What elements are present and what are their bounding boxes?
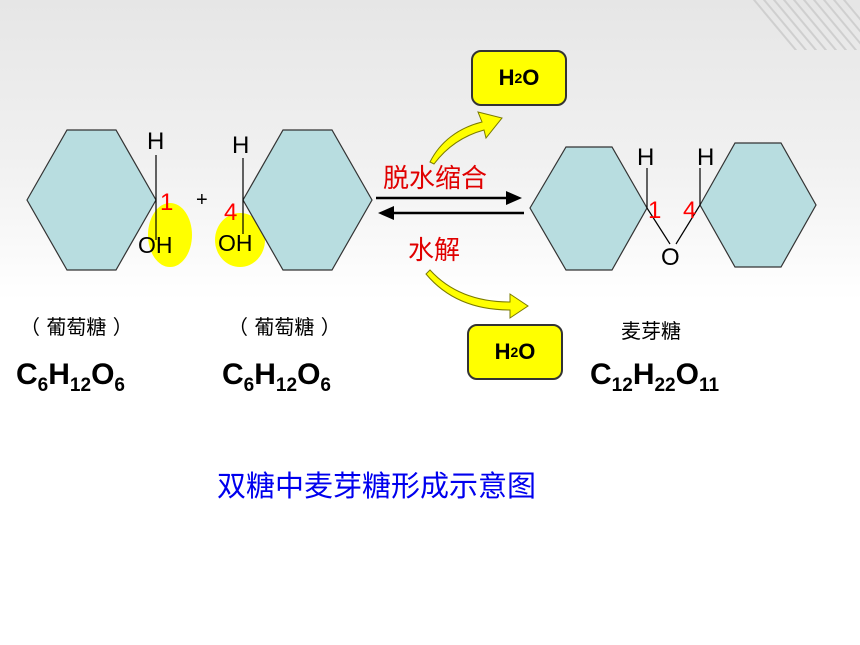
- glucose-b-carbon-number: 4: [224, 199, 238, 226]
- formula-c-count: 6: [243, 375, 255, 396]
- formula-h-count: 12: [69, 375, 92, 396]
- maltose-bridge-oxygen: O: [661, 244, 680, 271]
- reaction-reverse-label: 水解: [408, 236, 461, 266]
- formula-h: H: [48, 358, 70, 391]
- formula-o-count: 6: [114, 375, 125, 396]
- water-o: O: [522, 65, 540, 90]
- formula-c-count: 12: [611, 375, 633, 396]
- corner-stripes: [752, 0, 860, 50]
- water-h-count: 2: [514, 70, 523, 86]
- formula-c-count: 6: [37, 375, 49, 396]
- glucose-b-name: （ 葡萄糖 ）: [228, 315, 341, 339]
- water-input-arrow: [425, 269, 529, 319]
- glucose-b-oh-group: OH: [218, 230, 253, 256]
- glucose-a-h-atom: H: [147, 128, 165, 155]
- background-band: [0, 0, 860, 300]
- oh-highlight-right: [215, 213, 265, 267]
- maltose-h-left: H: [637, 144, 655, 171]
- bond-glycosidic-right: [675, 204, 701, 245]
- glucose-a-carbon-number: 1: [160, 189, 174, 216]
- formula-h-count: 22: [654, 375, 676, 396]
- formula-c: C: [222, 358, 244, 391]
- formula-c: C: [590, 358, 612, 391]
- formula-o-count: 11: [698, 375, 720, 396]
- glucose-ring-left: [26, 129, 157, 271]
- formula-o: O: [675, 358, 699, 391]
- formula-c: C: [16, 358, 38, 391]
- maltose-ring-left: [529, 146, 648, 271]
- glucose-ring-right: [242, 129, 373, 271]
- bond-glycosidic-left: [646, 207, 671, 245]
- formula-h: H: [632, 358, 655, 391]
- forward-arrow-head: [506, 191, 522, 205]
- water-release-arrow: [429, 111, 503, 165]
- water-h: H: [498, 65, 515, 90]
- formula-o: O: [91, 358, 115, 391]
- maltose-carbon-number-right: 4: [683, 197, 697, 224]
- oh-highlight-left: [148, 203, 192, 267]
- maltose-h-right: H: [697, 144, 715, 171]
- glucose-a-formula: C6H12O6: [16, 358, 125, 397]
- formula-h-count: 12: [275, 375, 298, 396]
- reaction-forward-label: 脱水缩合: [383, 164, 488, 194]
- water-h: H: [494, 339, 511, 364]
- water-o: O: [518, 339, 536, 364]
- glucose-b-h-atom: H: [232, 132, 250, 159]
- maltose-name: 麦芽糖: [621, 319, 681, 343]
- diagram-caption: 双糖中麦芽糖形成示意图: [217, 469, 537, 503]
- maltose-formula: C12H22O11: [590, 358, 719, 397]
- maltose-carbon-number-left: 1: [648, 197, 662, 224]
- glucose-b-formula: C6H12O6: [222, 358, 331, 397]
- water-h-count: 2: [510, 344, 519, 360]
- formula-o-count: 6: [320, 375, 331, 396]
- maltose-ring-right: [699, 142, 817, 268]
- formula-h: H: [254, 358, 276, 391]
- formula-o: O: [297, 358, 321, 391]
- reverse-arrow-head: [378, 206, 394, 220]
- glucose-a-oh-group: OH: [138, 232, 173, 258]
- glucose-a-name: （ 葡萄糖 ）: [20, 315, 133, 339]
- plus-sign: +: [196, 189, 208, 211]
